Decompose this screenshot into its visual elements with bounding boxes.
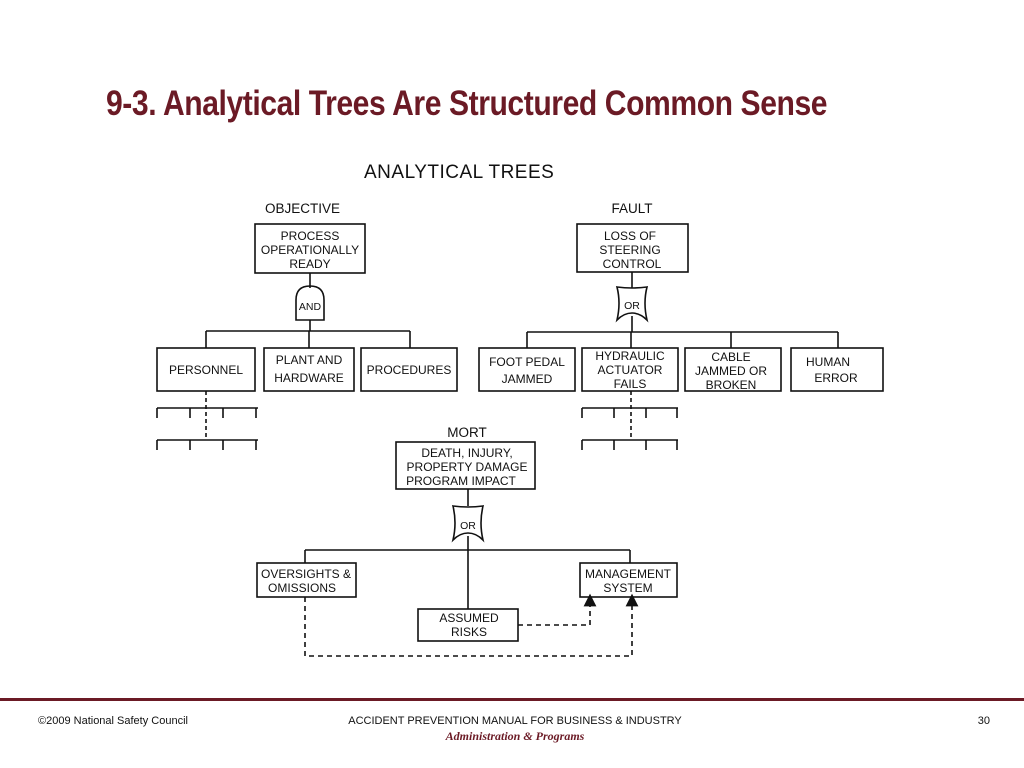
- mort-child-label: MANAGEMENT: [585, 567, 672, 581]
- page-number: 30: [977, 715, 990, 727]
- fault-gate-label: OR: [624, 300, 640, 312]
- mort-child-label: SYSTEM: [603, 581, 652, 595]
- mort-top-line: PROPERTY DAMAGE: [407, 460, 528, 474]
- mort-child-label: OMISSIONS: [268, 581, 336, 595]
- fault-child-label: JAMMED: [502, 372, 553, 386]
- or-gate-icon: [615, 286, 649, 323]
- mort-child-label: OVERSIGHTS &: [261, 567, 351, 581]
- fault-child-label: ERROR: [814, 371, 858, 385]
- mort-top-line: DEATH, INJURY,: [421, 446, 512, 460]
- objective-child-box: [360, 347, 458, 392]
- mort-gate-label: OR: [460, 520, 476, 532]
- footer-divider: [0, 698, 1024, 701]
- objective-label: OBJECTIVE: [265, 201, 340, 216]
- objective-child-label: PERSONNEL: [169, 363, 243, 377]
- mort-tree: [256, 441, 678, 657]
- objective-child-label: PLANT AND: [276, 353, 343, 367]
- fault-top-line: CONTROL: [603, 257, 662, 271]
- objective-gate-label: AND: [299, 301, 322, 313]
- objective-top-line: OPERATIONALLY: [261, 243, 359, 257]
- mort-top-box: [395, 441, 536, 490]
- fault-child-label: CABLE: [711, 350, 750, 364]
- mort-top-line: PROGRAM IMPACT: [406, 474, 516, 488]
- fault-child-label: FOOT PEDAL: [489, 355, 565, 369]
- analytical-trees-diagram: ANALYTICAL TREES OBJECTIVE PROCESS OPERA…: [156, 162, 884, 657]
- objective-child-box: [263, 347, 355, 392]
- fault-child-box: [581, 347, 679, 392]
- fault-child-box: [478, 347, 576, 392]
- mort-child-box: [256, 562, 357, 598]
- objective-tree: [156, 223, 458, 450]
- mort-child-label: RISKS: [451, 625, 487, 639]
- mort-label: MORT: [447, 425, 487, 440]
- footer-manual-title: ACCIDENT PREVENTION MANUAL FOR BUSINESS …: [348, 715, 682, 727]
- fault-child-label: BROKEN: [706, 378, 757, 392]
- or-gate-icon: [451, 505, 485, 543]
- fault-child-box: [790, 347, 884, 392]
- fault-child-label: ACTUATOR: [598, 363, 663, 377]
- fault-child-label: FAILS: [614, 377, 647, 391]
- footer-volume-title: Administration & Programs: [445, 729, 585, 743]
- fault-child-label: JAMMED OR: [695, 364, 767, 378]
- objective-child-label: PROCEDURES: [367, 363, 452, 377]
- fault-top-line: STEERING: [599, 243, 660, 257]
- and-gate-icon: [295, 285, 325, 321]
- fault-child-label: HYDRAULIC: [595, 349, 665, 363]
- objective-child-label: HARDWARE: [274, 371, 344, 385]
- fault-tree: [478, 223, 884, 450]
- fault-top-line: LOSS OF: [604, 229, 656, 243]
- objective-top-line: READY: [289, 257, 330, 271]
- objective-top-line: PROCESS: [281, 229, 340, 243]
- slide-title: 9-3. Analytical Trees Are Structured Com…: [106, 84, 828, 123]
- fault-child-label: HUMAN: [806, 355, 850, 369]
- fault-child-box: [684, 347, 782, 392]
- fault-label: FAULT: [611, 201, 652, 216]
- footer-copyright: ©2009 National Safety Council: [38, 715, 188, 727]
- mort-child-label: ASSUMED: [439, 611, 499, 625]
- diagram-heading: ANALYTICAL TREES: [364, 162, 554, 183]
